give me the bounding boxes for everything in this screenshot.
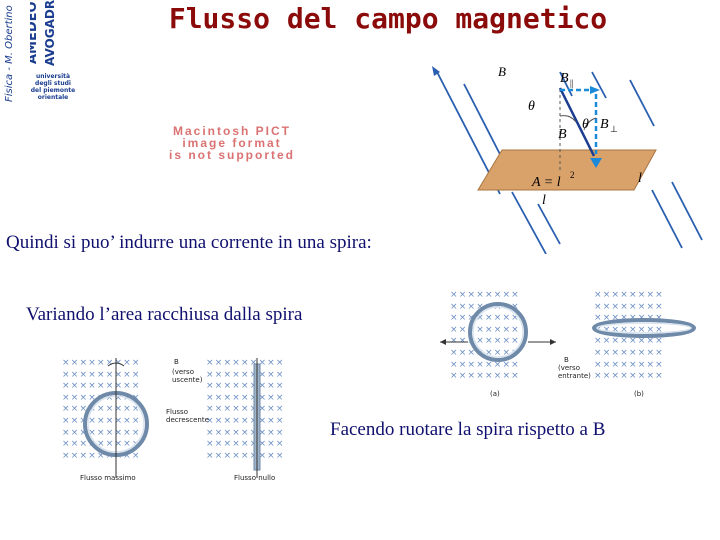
label-b-perp-sub: ⊥ bbox=[610, 124, 618, 134]
label-b-perp: B bbox=[600, 117, 609, 132]
rotation-flusso-decrescente: Flusso decrescente bbox=[166, 408, 209, 424]
unsupported-image-placeholder: Macintosh PICT image format is not suppo… bbox=[96, 125, 368, 163]
sidebar-author-label: Fisica - M. Obertino bbox=[4, 5, 15, 102]
university-logo: AMEDEO AVOGADRO università degli studi d… bbox=[25, 0, 76, 101]
label-area-formula: A = l bbox=[531, 175, 561, 190]
area-change-figure: ×××××××× ×××××××× ×××××××× ×××××××× ××××… bbox=[438, 290, 700, 400]
rotating-loop-drawing bbox=[83, 358, 261, 478]
field-lines bbox=[435, 69, 703, 254]
label-theta-mid: θ bbox=[582, 117, 589, 132]
label-b-inner: B bbox=[558, 127, 567, 142]
area-plane bbox=[477, 149, 657, 191]
label-side-right: l bbox=[638, 171, 642, 186]
logo-word-top: AMEDEO bbox=[30, 1, 40, 64]
sentence-rotate: Facendo ruotare la spira rispetto a B bbox=[330, 419, 606, 440]
label-side-bottom: l bbox=[542, 193, 546, 208]
placeholder-line: image format bbox=[182, 136, 282, 150]
area-verso-entrante: (verso entrante) bbox=[558, 364, 591, 380]
stretched-loop-drawing bbox=[440, 302, 696, 362]
page-title: Flusso del campo magnetico bbox=[168, 2, 608, 35]
label-theta-top: θ bbox=[528, 99, 535, 114]
rotation-flusso-nullo: Flusso nullo bbox=[234, 474, 276, 482]
rotation-b-label: B bbox=[174, 358, 179, 366]
logo-caption-line: università bbox=[35, 73, 71, 80]
rotation-flusso-massimo: Flusso massimo bbox=[80, 474, 136, 482]
logo-caption: università degli studi del piemonte orie… bbox=[30, 73, 76, 101]
logo-caption-line: del piemonte bbox=[30, 87, 76, 94]
placeholder-line: is not supported bbox=[169, 148, 295, 162]
label-b-vector: B bbox=[498, 64, 506, 79]
area-b-label: B bbox=[564, 356, 569, 364]
avogadro-logo-icon: AMEDEO AVOGADRO bbox=[25, 0, 74, 66]
label-b-parallel-sub: || bbox=[570, 78, 574, 88]
panel-b-label: (b) bbox=[634, 390, 644, 398]
rotation-verso-uscente: (verso uscente) bbox=[172, 368, 203, 384]
sentence-area: Variando l’area racchiusa dalla spira bbox=[26, 304, 303, 325]
placeholder-line: Macintosh PICT bbox=[172, 124, 291, 138]
panel-a-label: (a) bbox=[490, 390, 500, 398]
field-grid-b: ×××××××× ×××××××× ×××××××× ×××××××× ××××… bbox=[594, 290, 664, 382]
logo-caption-line: orientale bbox=[37, 94, 69, 101]
label-b-parallel: B bbox=[560, 71, 569, 86]
logo-word-bottom: AVOGADRO bbox=[43, 0, 57, 66]
logo-caption-line: degli studi bbox=[35, 80, 71, 87]
label-area-exponent: 2 bbox=[570, 170, 575, 180]
rotation-figure: ××××××××× ××××××××× ××××××××× ××××××××× … bbox=[60, 358, 330, 488]
flux-plane-diagram: B B || θ θ B ⊥ B A = l 2 l l bbox=[432, 64, 703, 254]
sentence-intro: Quindi si puo’ indurre una corrente in u… bbox=[6, 232, 372, 253]
field-grid-right: ××××××××× ××××××××× ××××××××× ××××××××× … bbox=[206, 358, 285, 461]
